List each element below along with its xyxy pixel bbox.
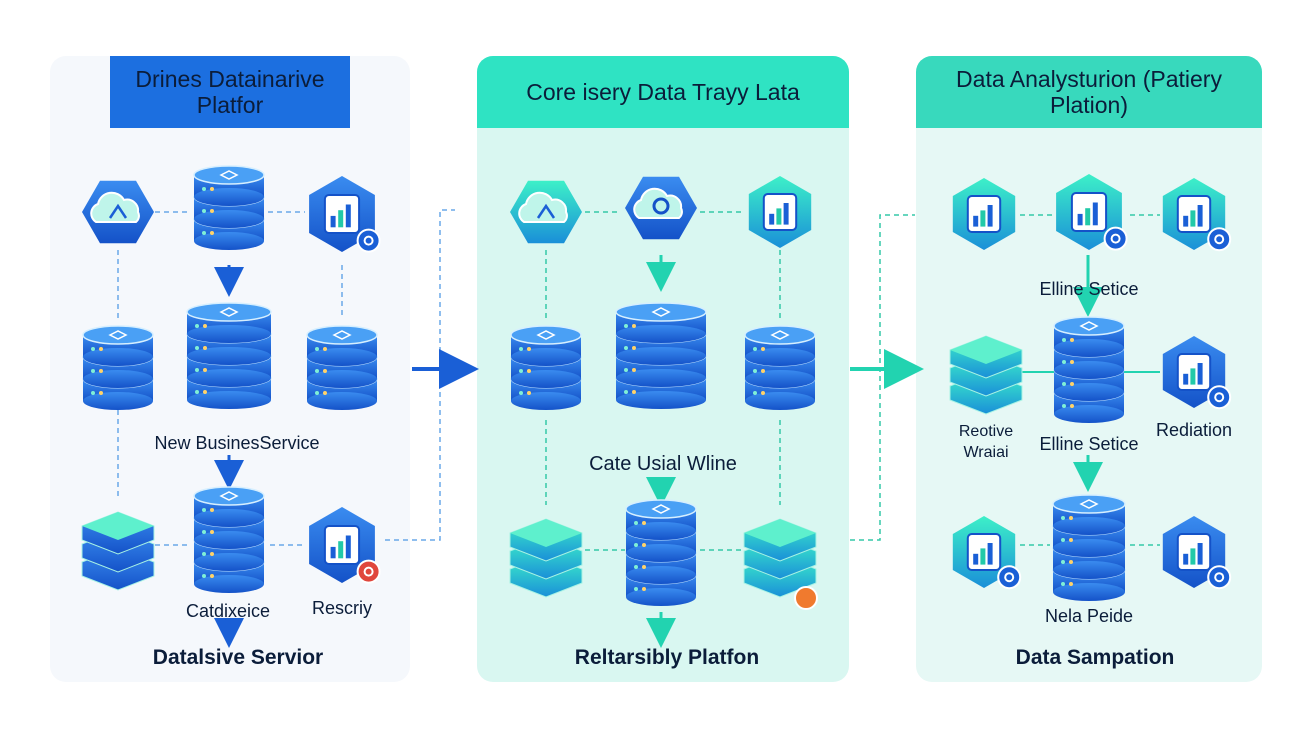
panel-title: Data Analysturion (Patiery Plation) — [916, 56, 1262, 128]
database-icon — [625, 499, 697, 606]
panel-footer: Reltarsibly Platfon — [574, 646, 760, 669]
database-icon — [615, 302, 707, 409]
gear-icon — [356, 228, 381, 253]
database-icon — [1052, 494, 1126, 601]
analytics-shield-icon — [952, 178, 1016, 250]
cloud-icon — [625, 176, 697, 240]
database-icon — [193, 165, 265, 250]
analytics-shield-icon — [309, 176, 381, 253]
database-icon — [186, 302, 272, 409]
label-p3-mid-left: Reotive Wraiai — [958, 423, 1014, 461]
database-icon — [306, 325, 378, 410]
label-p3-top: Elline Setice — [1039, 279, 1139, 299]
label-p1-mid: New BusinesService — [154, 433, 320, 453]
label-p3-bottom: Nela Peide — [1044, 606, 1134, 626]
server-stack-icon — [509, 518, 583, 598]
database-icon — [744, 325, 816, 410]
gear-icon — [997, 565, 1022, 590]
panel-title: Drines Datainarive Platfor — [110, 56, 350, 128]
database-icon — [193, 486, 265, 593]
label-p3-mid-right: Rediation — [1155, 420, 1233, 440]
dashed-connectors-teal — [545, 211, 1160, 551]
analytics-shield-icon — [1162, 516, 1232, 590]
analytics-shield-icon — [952, 516, 1022, 590]
analytics-shield-icon — [1056, 174, 1128, 251]
analytics-shield-icon — [309, 507, 381, 584]
panel-title: Core isery Data Trayy Lata — [477, 56, 849, 128]
analytics-shield-icon — [1162, 178, 1232, 252]
server-stack-icon — [743, 518, 817, 598]
server-stack-icon — [949, 335, 1023, 415]
database-icon — [510, 325, 582, 410]
label-p1-bottom-right: Rescriy — [311, 598, 373, 618]
database-icon — [82, 325, 154, 410]
dashed-connectors — [117, 209, 455, 546]
label-p3-mid-center: Elline Setice — [1039, 434, 1139, 454]
analytics-shield-icon — [1162, 336, 1232, 410]
gear-icon — [356, 559, 381, 584]
label-p1-bottom-left: Catdixeice — [185, 601, 271, 621]
analytics-shield-icon — [748, 176, 812, 248]
panel-footer: Datalsive Servior — [152, 646, 324, 669]
server-stack-icon — [81, 511, 155, 591]
panel-footer: Data Sampation — [1015, 646, 1175, 669]
gear-icon — [1103, 226, 1128, 251]
cloud-icon — [82, 180, 154, 244]
label-p2-mid: Cate Usial Wline — [589, 453, 737, 475]
database-icon — [1053, 316, 1125, 423]
gear-icon — [1207, 385, 1232, 410]
gear-icon — [1207, 227, 1232, 252]
cloud-icon — [510, 180, 582, 244]
gear-icon — [1207, 565, 1232, 590]
gear-icon — [794, 586, 818, 610]
